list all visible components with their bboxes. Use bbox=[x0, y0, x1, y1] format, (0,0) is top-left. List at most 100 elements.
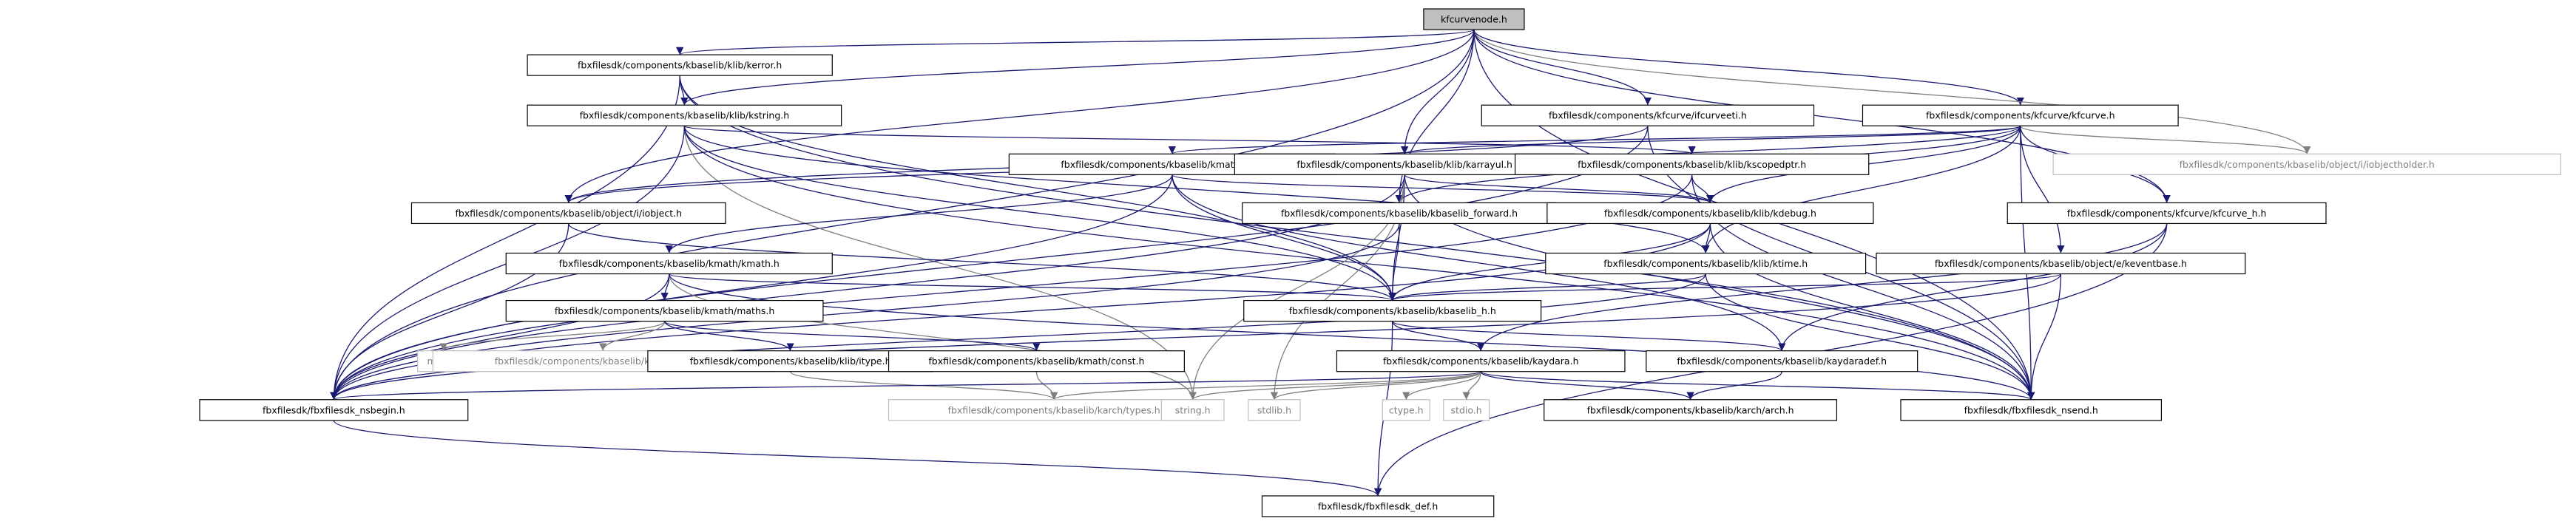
edge-kmath-to-stringh bbox=[669, 273, 1197, 400]
edge-keventbase-to-nsend bbox=[2027, 273, 2062, 400]
edge-kgeom-to-kbaselib_h bbox=[1172, 174, 1396, 301]
node-nsbegin[interactable]: fbxfilesdk/fbxfilesdk_nsbegin.h bbox=[199, 399, 469, 421]
node-label: fbxfilesdk/components/kbaselib/klib/kdeb… bbox=[1604, 208, 1816, 219]
node-box bbox=[1336, 350, 1626, 372]
edge-karrayul-to-kdebug bbox=[1404, 174, 1714, 203]
node-label: fbxfilesdk/components/kbaselib/kmath/con… bbox=[928, 355, 1144, 367]
node-box bbox=[1876, 252, 2246, 275]
edge-kfcurvenode-to-iobject bbox=[564, 30, 1475, 203]
node-box bbox=[1646, 350, 1919, 372]
node-label: fbxfilesdk/components/kfcurve/kfcurve_h.… bbox=[2067, 208, 2267, 219]
node-box bbox=[1862, 104, 2179, 126]
edges-layer bbox=[330, 29, 2311, 497]
edge-kfcurve-to-ktime bbox=[1702, 126, 2021, 254]
edge-kaydara-to-nsend bbox=[1480, 371, 2035, 401]
node-kmath[interactable]: fbxfilesdk/components/kbaselib/kmath/kma… bbox=[505, 252, 833, 275]
node-maths[interactable]: fbxfilesdk/components/kbaselib/kmath/mat… bbox=[505, 299, 824, 322]
node-box bbox=[1544, 399, 1838, 421]
nodes-layer: kfcurvenode.hfbxfilesdk/components/kbase… bbox=[199, 8, 2561, 517]
edge-kmath-to-nsbegin bbox=[330, 273, 670, 400]
node-label: stdlib.h bbox=[1257, 404, 1291, 415]
node-label: fbxfilesdk/components/kfcurve/kfcurve.h bbox=[1926, 110, 2115, 121]
edge-maths-to-mathh bbox=[439, 321, 666, 352]
edge-kgeom-to-kmath bbox=[665, 174, 1173, 254]
edge-kfcurvenode-to-iobjectholder bbox=[1473, 30, 2311, 154]
edge-kbaselib_h-to-kaydaradef bbox=[1392, 321, 1786, 352]
node-label: fbxfilesdk/components/kbaselib/kmath/mat… bbox=[555, 305, 774, 316]
node-ifcurveeti[interactable]: fbxfilesdk/components/kfcurve/ifcurveeti… bbox=[1481, 104, 1815, 126]
node-box bbox=[1545, 252, 1867, 275]
node-label: fbxfilesdk/components/kbaselib/object/e/… bbox=[1935, 258, 2187, 269]
node-label: fbxfilesdk/components/kbaselib/kaydarade… bbox=[1677, 355, 1887, 367]
edge-ktime-to-nsbegin bbox=[330, 273, 1706, 400]
node-kbaselib-h[interactable]: fbxfilesdk/components/kbaselib/kbaselib_… bbox=[1243, 299, 1542, 322]
node-label: stdio.h bbox=[1451, 404, 1482, 415]
node-label: fbxfilesdk/components/kbaselib/object/i/… bbox=[2180, 159, 2435, 170]
edge-kstring-to-kscopedptr bbox=[683, 125, 1696, 154]
node-box bbox=[199, 399, 469, 421]
node-ktime[interactable]: fbxfilesdk/components/kbaselib/klib/ktim… bbox=[1545, 252, 1867, 275]
edge-kfcurve-to-keventbase bbox=[2020, 126, 2065, 254]
edge-kbaselib_h-to-kaydara bbox=[1392, 321, 1485, 351]
edge-kgeom-to-nsbegin bbox=[330, 174, 1173, 400]
node-label: fbxfilesdk/components/kbaselib/kmath/kge… bbox=[1061, 159, 1283, 170]
node-kbaselib-forward[interactable]: fbxfilesdk/components/kbaselib/kbaselib_… bbox=[1242, 202, 1557, 225]
node-box bbox=[1514, 153, 1870, 175]
node-box bbox=[1546, 202, 1874, 225]
node-label: fbxfilesdk/components/kbaselib/kbaselib_… bbox=[1289, 305, 1496, 316]
node-kscopedptr[interactable]: fbxfilesdk/components/kbaselib/klib/ksco… bbox=[1514, 153, 1870, 175]
node-kstring[interactable]: fbxfilesdk/components/kbaselib/klib/kstr… bbox=[527, 104, 842, 126]
node-kerror[interactable]: fbxfilesdk/components/kbaselib/klib/kerr… bbox=[527, 54, 833, 76]
edge-kfcurvenode-to-kfcurve bbox=[1473, 29, 2024, 106]
node-box bbox=[505, 299, 824, 322]
edge-kstring-to-kbaselib_h bbox=[683, 126, 1396, 301]
edge-kfcurvenode-to-kerror bbox=[676, 29, 1475, 55]
node-stdlibh: stdlib.h bbox=[1248, 399, 1301, 421]
node-box bbox=[505, 252, 833, 275]
edge-ktime-to-nsend bbox=[1705, 273, 2035, 400]
edge-nsbegin-to-def bbox=[333, 420, 1382, 497]
node-box bbox=[527, 104, 842, 126]
edge-maths-to-kmath_types bbox=[598, 321, 666, 351]
edge-kaydara-to-ctypeh bbox=[1402, 371, 1481, 400]
edge-kaydara-to-nsbegin bbox=[330, 371, 1481, 401]
node-box bbox=[1481, 104, 1815, 126]
node-kconst[interactable]: fbxfilesdk/components/kbaselib/kmath/con… bbox=[888, 350, 1185, 372]
edge-kmath-to-kbaselib_h bbox=[669, 273, 1396, 302]
node-kdebug[interactable]: fbxfilesdk/components/kbaselib/klib/kdeb… bbox=[1546, 202, 1874, 225]
node-box bbox=[1243, 299, 1542, 322]
edge-kaydaradef-to-arch bbox=[1686, 371, 1782, 400]
node-kfcurve-h[interactable]: fbxfilesdk/components/kfcurve/kfcurve_h.… bbox=[2007, 202, 2327, 225]
node-keventbase[interactable]: fbxfilesdk/components/kbaselib/object/e/… bbox=[1876, 252, 2246, 275]
node-label: fbxfilesdk/components/kbaselib/klib/kerr… bbox=[578, 60, 782, 71]
edge-kfcurvenode-to-nsbegin bbox=[330, 30, 1475, 400]
node-kaydara[interactable]: fbxfilesdk/components/kbaselib/kaydara.h bbox=[1336, 350, 1626, 372]
node-box bbox=[2007, 202, 2327, 225]
edge-kfcurvenode-to-ifcurveeti bbox=[1473, 30, 1652, 106]
node-kfcurve[interactable]: fbxfilesdk/components/kfcurve/kfcurve.h bbox=[1862, 104, 2179, 126]
node-box bbox=[527, 54, 833, 76]
node-kaydaradef[interactable]: fbxfilesdk/components/kbaselib/kaydarade… bbox=[1646, 350, 1919, 372]
edge-maths-to-itype bbox=[663, 321, 794, 351]
edge-kbaselib_forward-to-nsbegin bbox=[330, 223, 1400, 400]
edge-kaydara-to-arch bbox=[1480, 371, 1694, 401]
node-iobject[interactable]: fbxfilesdk/components/kbaselib/object/i/… bbox=[410, 202, 726, 225]
edge-kfcurve_h-to-kaydaradef bbox=[1778, 223, 2168, 351]
edge-kerror-to-nsend bbox=[679, 75, 2035, 400]
edge-kfcurvenode-to-karrayul bbox=[1400, 30, 1475, 154]
edge-kfcurve-to-iobjectholder bbox=[2020, 125, 2311, 154]
edge-kaydara-to-karch_types bbox=[1050, 371, 1481, 401]
node-box bbox=[1248, 399, 1301, 421]
node-arch[interactable]: fbxfilesdk/components/kbaselib/karch/arc… bbox=[1544, 399, 1838, 421]
node-box bbox=[1443, 399, 1490, 421]
node-label: fbxfilesdk/components/kbaselib/object/i/… bbox=[455, 208, 682, 219]
edge-kfcurve_h-to-kaydara bbox=[1477, 223, 2168, 351]
node-def[interactable]: fbxfilesdk/fbxfilesdk_def.h bbox=[1261, 495, 1495, 517]
edge-kfcurve-to-kgeom bbox=[1169, 125, 2021, 154]
edge-kaydara-to-stdlibh bbox=[1270, 371, 1481, 401]
edge-kerror-to-nsbegin bbox=[330, 75, 680, 400]
node-stdioh: stdio.h bbox=[1443, 399, 1490, 421]
node-box bbox=[410, 202, 726, 225]
node-nsend[interactable]: fbxfilesdk/fbxfilesdk_nsend.h bbox=[1900, 399, 2163, 421]
